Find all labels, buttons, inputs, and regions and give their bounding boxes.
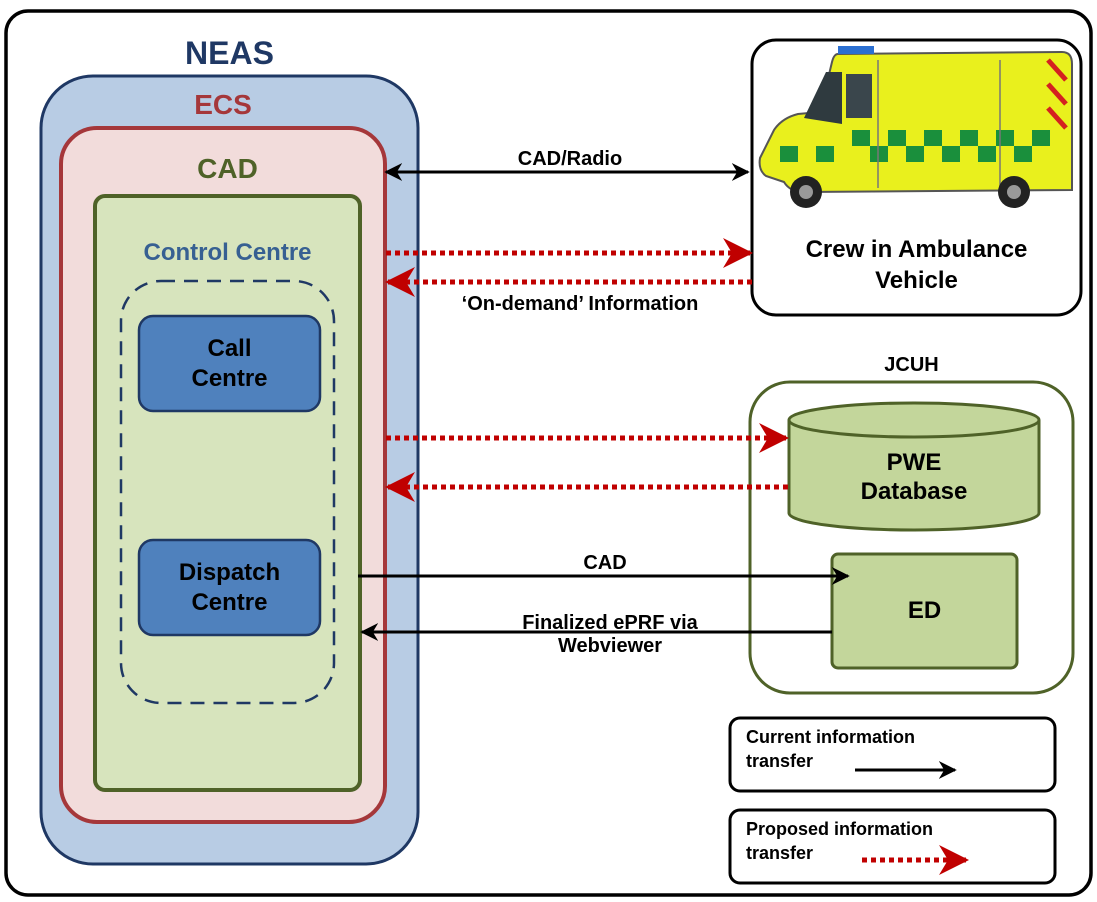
legend-proposed-line-2: transfer: [746, 843, 814, 864]
legend-current-line-2: transfer: [746, 751, 814, 772]
ecs-label: ECS: [194, 89, 252, 120]
call-centre-block: [137, 314, 322, 413]
cad-edge-label: CAD: [583, 552, 627, 574]
cad-container: [93, 194, 362, 792]
on-demand-label: ‘On-demand’ Information: [461, 293, 699, 315]
ed-box: [830, 552, 1019, 670]
legend-current-text: Current information transfer: [746, 725, 915, 774]
pwe-database-label: PWE Database: [789, 440, 1039, 514]
crew-label: Crew in Ambulance Vehicle: [752, 234, 1081, 296]
legend-current-box: [728, 716, 1057, 793]
legend-proposed-box: [728, 808, 1057, 885]
call-centre-line-2: Centre: [191, 364, 268, 392]
dispatch-centre-label: Dispatch Centre: [139, 540, 320, 635]
control-centre-boundary: [119, 279, 336, 705]
jcuh-label: JCUH: [884, 354, 939, 376]
cad-radio-label: CAD/Radio: [517, 148, 623, 170]
crew-line-1: Crew in Ambulance: [805, 236, 1028, 263]
call-centre-label: Call Centre: [139, 316, 320, 411]
pwe-line-1: PWE: [886, 448, 942, 476]
call-centre-line-1: Call: [207, 335, 252, 363]
dispatch-centre-block: [137, 538, 322, 637]
ed-label: ED: [907, 597, 942, 625]
pwe-line-2: Database: [860, 478, 968, 505]
finalized-line-2: Webviewer: [557, 635, 663, 657]
legend-proposed-text: Proposed information transfer: [746, 817, 933, 866]
legend-proposed-line-1: Proposed information: [746, 819, 934, 839]
dispatch-centre-line-2: Centre: [191, 588, 268, 616]
finalized-line-1: Finalized ePRF via: [522, 612, 698, 634]
dispatch-centre-line-1: Dispatch: [178, 559, 281, 587]
neas-label: NEAS: [185, 35, 274, 71]
control-centre-label: Control Centre: [143, 239, 312, 266]
cad-label: CAD: [197, 153, 258, 184]
ambulance-image: [758, 46, 1073, 208]
finalized-eprf-label: Finalized ePRF via Webviewer: [480, 612, 740, 658]
legend-current-line-1: Current information: [746, 727, 915, 747]
crew-line-2: Vehicle: [875, 267, 958, 295]
pwe-database-cylinder: [787, 401, 1041, 532]
